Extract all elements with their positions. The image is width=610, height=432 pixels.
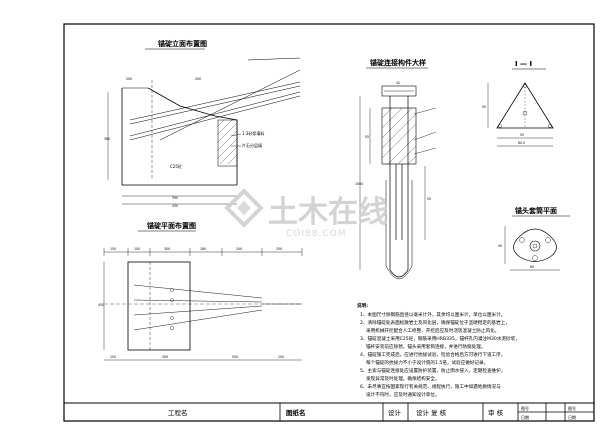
svg-text:1000: 1000 — [355, 182, 363, 186]
note-line: 1、本图尺寸除钢筋直径以毫米计外，其余均以厘米计，单位以厘米计。 — [360, 311, 505, 318]
note-line: 锚杆安装前应除锈，锚头采用套筒连接，并进行防腐处理。 — [360, 343, 486, 350]
svg-text:40: 40 — [498, 244, 502, 248]
svg-text:390: 390 — [172, 196, 178, 200]
watermark-brand: 土木在线 — [268, 195, 388, 230]
plan-title: 锚碇平面布置图 — [147, 221, 196, 230]
note-line: 5、主索与锚碇连接处应设置防护装置，防止雨水侵入，定期检查维护， — [360, 367, 505, 374]
anchor-plate — [381, 107, 417, 165]
svg-text:150: 150 — [110, 355, 116, 359]
concrete-label: C25砼 — [170, 163, 182, 169]
notes-block: 说明: 1、本图尺寸除钢筋直径以毫米计外，其余均以厘米计，单位以厘米计。 2、清… — [357, 302, 520, 398]
elevation-view: 锚碇立面布置图 380 390 430 — [104, 39, 301, 208]
svg-text:200: 200 — [236, 247, 242, 251]
watermark: 土木在线 COI88.COM — [224, 188, 388, 239]
connection-detail: 锚碇连接构件大样 42 1000 55 50 — [355, 58, 437, 280]
note-line: 每个锚碇的抗拔力不小于设计值的1.5倍，试验应做好记录。 — [360, 359, 488, 366]
svg-text:60: 60 — [530, 265, 534, 269]
page-label: 图号 — [568, 405, 576, 411]
design-label: 设计 — [388, 408, 402, 417]
svg-text:50: 50 — [427, 197, 431, 201]
section-title: I — I — [515, 60, 532, 68]
svg-text:200: 200 — [195, 77, 201, 81]
mortar-label: 1:3砂浆填料 — [242, 130, 264, 136]
section-view: I — I 55 60.0 50 — [482, 60, 554, 147]
svg-text:60.0: 60.0 — [518, 141, 525, 145]
svg-text:42: 42 — [396, 81, 400, 85]
anchor-head-shape — [513, 228, 557, 262]
sheet-no-label: 图号 — [521, 405, 529, 411]
date-label: 日期 — [521, 414, 529, 420]
svg-text:200: 200 — [126, 77, 132, 81]
note-line: 设计不符时，应及时通知设计单位。 — [360, 391, 440, 398]
svg-text:150: 150 — [110, 247, 116, 251]
note-line: 3、锚碇混凝土采用C25砼，钢筋采用HRB335，锚杆孔内灌注M30水泥砂浆， — [360, 335, 520, 342]
section-triangle — [496, 82, 554, 129]
approve-label: 审 核 — [488, 408, 504, 417]
plan-block — [127, 261, 191, 351]
svg-text:430: 430 — [172, 204, 178, 208]
note-line: 发现异常及时处理，确保结构安全。 — [360, 375, 440, 382]
anchor-head-title: 锚头套筒平面 — [515, 206, 557, 215]
svg-text:250: 250 — [276, 247, 282, 251]
connection-title: 锚碇连接构件大样 — [370, 58, 426, 67]
svg-text:450: 450 — [98, 303, 104, 307]
svg-text:100: 100 — [134, 247, 140, 251]
note-line: 6、未尽事宜按国家现行有关规范、规程执行，施工中如遇地质情况与 — [360, 383, 501, 390]
svg-text:380: 380 — [104, 137, 110, 141]
note-line: 2、清除锚碇处表面松散岩土及风化层，确保锚碇位于坚硬稳定的基岩上， — [360, 319, 510, 326]
notes-title: 说明: — [357, 302, 368, 309]
svg-text:55: 55 — [520, 133, 524, 137]
sheet-border — [63, 23, 595, 422]
svg-text:55: 55 — [365, 135, 369, 139]
review-label: 设计 复 核 — [416, 408, 447, 417]
date2-label: 日期 — [568, 414, 576, 420]
project-label: 工程名 — [168, 408, 188, 417]
svg-text:300: 300 — [162, 355, 168, 359]
note-line: 4、锚碇施工完成后，应进行抗拔试验，检验合格后方可进行下道工序， — [360, 351, 505, 358]
svg-text:550: 550 — [232, 355, 238, 359]
watermark-url: COI88.COM — [286, 229, 346, 239]
anchor-head-view: 锚头套筒平面 60 40 — [498, 206, 570, 271]
svg-text:180: 180 — [200, 247, 206, 251]
svg-text:200: 200 — [278, 355, 284, 359]
svg-text:50: 50 — [482, 105, 486, 109]
fill-label: 片石分层填 — [242, 142, 262, 148]
mortar-fill-zone — [217, 119, 238, 167]
note-line: 采用机械开挖配合人工修整，开挖后应及时浇筑混凝土防止风化。 — [360, 327, 499, 334]
plan-view: 锚碇平面布置图 150 100 300 180 200 250 — [98, 221, 303, 361]
title-block: 工程名 图纸名 设计 设计 复 核 审 核 图号 日期 图号 日期 — [64, 402, 594, 421]
svg-text:300: 300 — [164, 247, 170, 251]
elevation-title: 锚碇立面布置图 — [158, 39, 207, 48]
drawing-label: 图纸名 — [286, 408, 306, 417]
